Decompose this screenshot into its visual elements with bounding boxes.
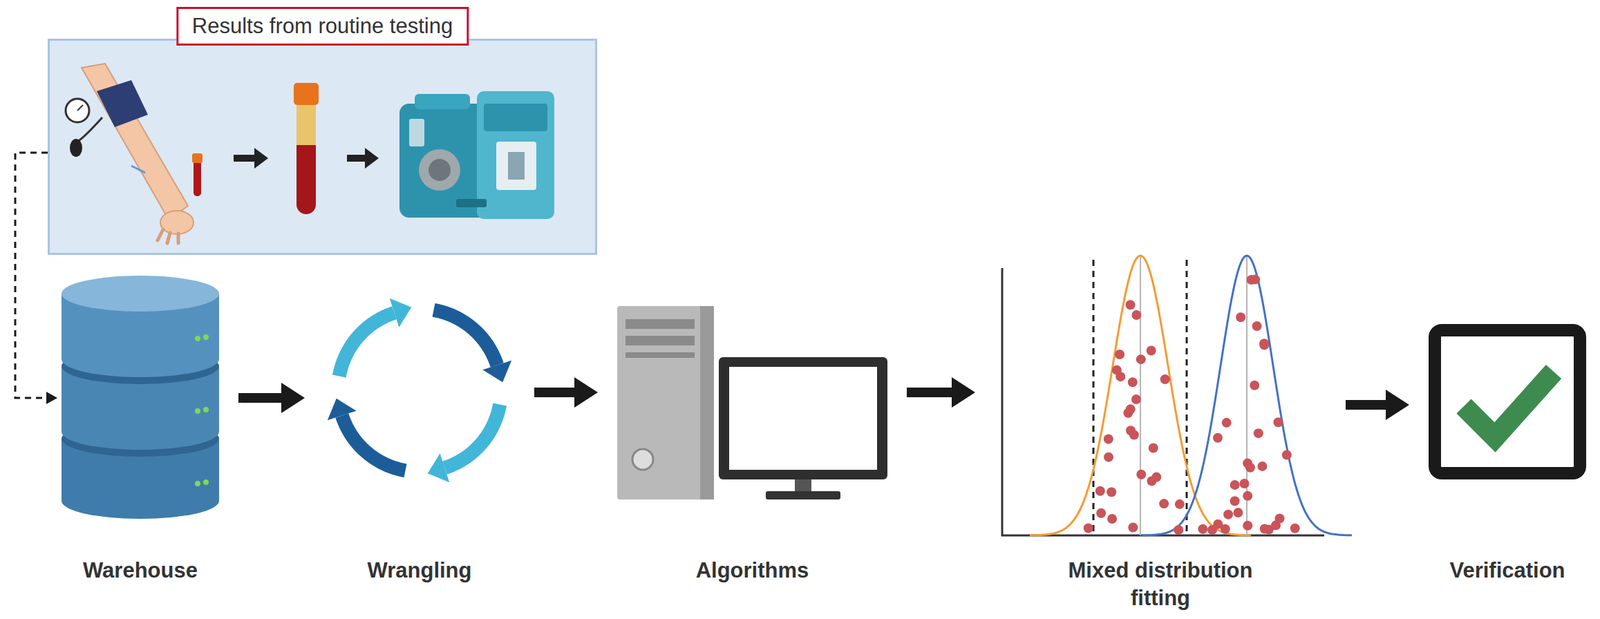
cycle-arrowhead — [389, 298, 412, 328]
cycle-icon — [327, 298, 512, 483]
data-point — [1095, 486, 1106, 497]
data-point — [1125, 425, 1136, 436]
data-point — [1290, 523, 1301, 534]
data-point — [1273, 417, 1283, 428]
data-point — [1259, 523, 1270, 534]
process-step: Mixed distribution fitting — [994, 250, 1327, 613]
database-icon — [61, 275, 220, 520]
panel-heading: Results from routine testing — [176, 6, 469, 46]
panel-ground — [47, 38, 598, 256]
data-point — [1230, 480, 1240, 491]
data-point — [1239, 478, 1249, 489]
data-point — [1235, 312, 1246, 323]
checkbox-icon — [1434, 330, 1580, 474]
step-arrow — [346, 147, 379, 169]
data-point — [1107, 514, 1117, 524]
cycle-arrowhead — [327, 398, 357, 421]
fitted-curve — [1141, 255, 1352, 536]
arm-illustration — [65, 63, 203, 244]
data-point — [1115, 371, 1126, 382]
data-point — [1173, 525, 1184, 535]
source-panel: Results from routine testing — [47, 38, 598, 256]
data-point — [1125, 404, 1136, 414]
data-point — [1125, 299, 1136, 310]
data-point — [1221, 418, 1232, 428]
data-point — [1127, 377, 1138, 388]
data-point — [1151, 472, 1162, 483]
computer-icon — [617, 306, 888, 500]
data-point — [1230, 496, 1240, 506]
mean-line — [1139, 255, 1142, 536]
data-point — [1136, 354, 1146, 365]
cycle-arc — [342, 415, 406, 471]
data-point — [1282, 450, 1292, 461]
data-point — [1114, 349, 1125, 360]
flow-arrow — [534, 387, 575, 398]
step-label: Verification — [1449, 557, 1565, 585]
data-feed-arrow — [15, 152, 48, 399]
step-label: Algorithms — [695, 557, 810, 585]
analyzer-instrument — [399, 91, 555, 220]
distribution-chart — [1002, 255, 1352, 536]
flow-arrow — [1345, 400, 1386, 410]
data-point — [1131, 310, 1142, 320]
step-arrow — [233, 147, 269, 169]
cycle-arrowhead — [482, 360, 512, 383]
process-step: Wrangling — [324, 280, 515, 585]
data-point — [1136, 469, 1146, 480]
process-step: Warehouse — [61, 275, 220, 585]
data-point — [1103, 434, 1114, 445]
data-point — [1250, 275, 1260, 285]
process-step: Algorithms — [617, 306, 888, 585]
data-point — [1159, 499, 1169, 509]
data-point — [1245, 463, 1256, 473]
data-point — [1249, 380, 1260, 391]
data-point — [1146, 345, 1157, 356]
cycle-arrowhead — [427, 453, 450, 483]
data-point — [1257, 461, 1267, 472]
blood-tube — [293, 82, 319, 215]
data-point — [1096, 508, 1106, 519]
data-point — [1106, 487, 1117, 497]
data-point — [1103, 452, 1114, 463]
data-point — [1233, 507, 1243, 518]
cycle-arc — [339, 313, 395, 377]
data-point — [1253, 428, 1264, 439]
cycle-arc — [433, 310, 497, 366]
data-point — [1242, 491, 1253, 502]
data-point — [1127, 523, 1138, 533]
data-point — [1223, 510, 1234, 520]
data-point — [1242, 521, 1253, 531]
flow-arrow — [238, 393, 282, 403]
data-point — [1212, 433, 1223, 444]
data-point — [1174, 499, 1185, 510]
step-label: Wrangling — [367, 557, 473, 585]
data-point — [1212, 519, 1223, 530]
flow-arrow — [906, 387, 952, 398]
data-point — [1131, 394, 1142, 405]
data-point — [1259, 340, 1269, 350]
data-point — [1148, 443, 1159, 453]
cycle-arc — [444, 404, 500, 468]
data-point — [1083, 523, 1094, 533]
data-point — [1252, 321, 1263, 332]
process-step: Verification — [1428, 324, 1587, 585]
step-label: Warehouse — [82, 557, 198, 585]
step-label: Mixed distribution fitting — [1036, 557, 1285, 613]
data-point — [1197, 524, 1208, 535]
data-point — [1160, 374, 1171, 385]
fitted-curve — [1029, 255, 1251, 536]
